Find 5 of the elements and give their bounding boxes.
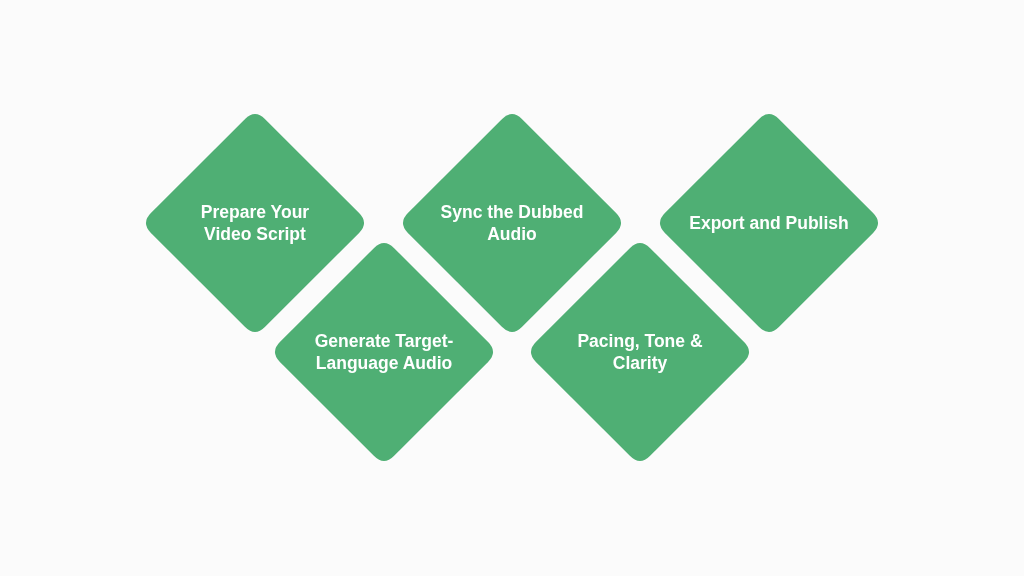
step-label: Export and Publish	[689, 212, 849, 234]
step-label: Generate Target-Language Audio	[313, 330, 455, 374]
step-label: Prepare Your Video Script	[199, 201, 311, 245]
step-label: Sync the Dubbed Audio	[439, 201, 585, 245]
step-label: Pacing, Tone & Clarity	[576, 330, 704, 374]
